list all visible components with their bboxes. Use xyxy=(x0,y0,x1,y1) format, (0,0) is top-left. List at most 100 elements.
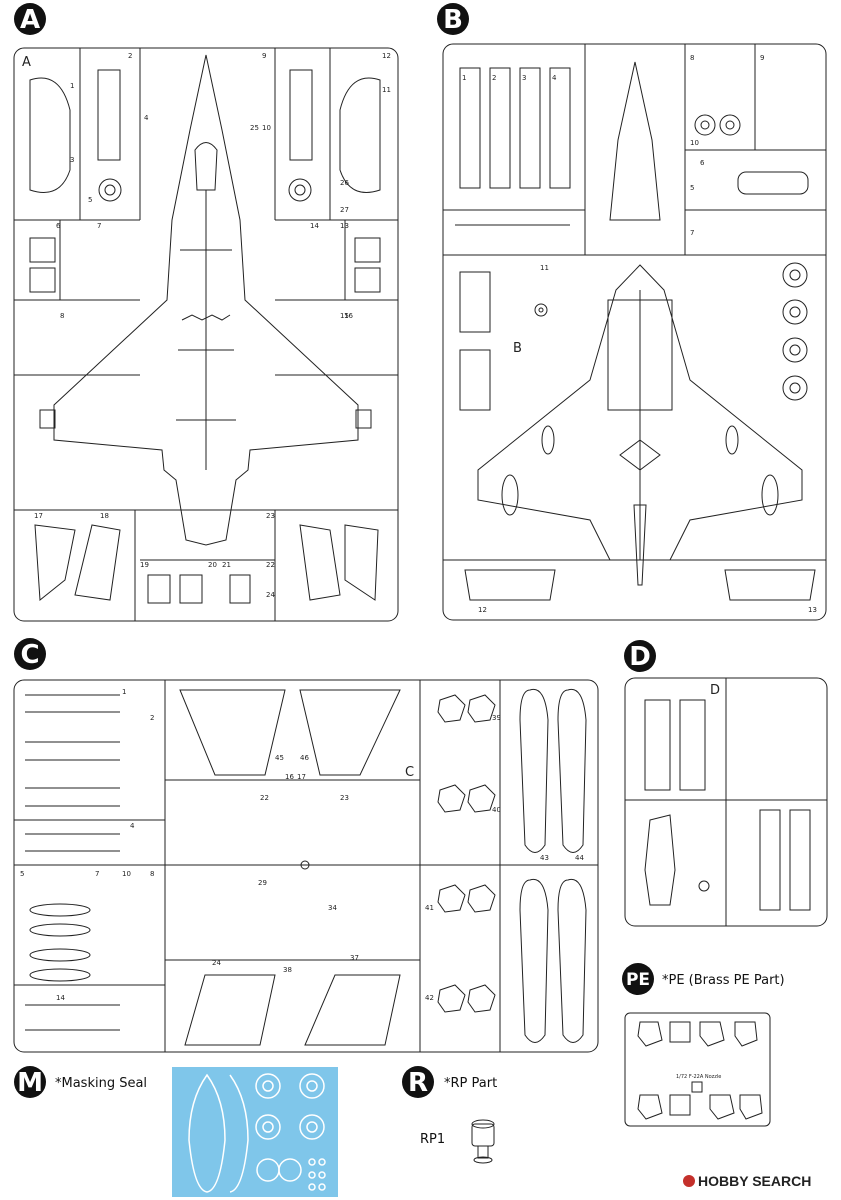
svg-text:40: 40 xyxy=(492,806,501,814)
svg-text:8: 8 xyxy=(60,312,64,320)
svg-text:R: R xyxy=(408,1068,428,1098)
sprue-c-label: C xyxy=(405,765,414,780)
pe-fret xyxy=(624,1012,771,1127)
svg-text:26: 26 xyxy=(340,179,349,187)
sprue-a-part-numbers: 1 2 3 4 5 6 7 8 9 10 11 12 13 14 15 16 1… xyxy=(34,52,391,599)
rp-caption: *RP Part xyxy=(444,1076,497,1091)
svg-text:23: 23 xyxy=(266,512,275,520)
svg-text:14: 14 xyxy=(56,994,65,1002)
svg-text:34: 34 xyxy=(328,904,337,912)
svg-text:5: 5 xyxy=(690,184,694,192)
svg-text:1: 1 xyxy=(462,74,466,82)
svg-text:M: M xyxy=(17,1068,43,1098)
rp-badge: R xyxy=(402,1066,434,1098)
svg-text:5: 5 xyxy=(88,196,92,204)
svg-text:18: 18 xyxy=(100,512,109,520)
svg-text:13: 13 xyxy=(808,606,817,614)
sprue-a-frame xyxy=(13,47,399,622)
svg-text:16: 16 xyxy=(344,312,353,320)
svg-text:B: B xyxy=(443,5,463,35)
svg-text:19: 19 xyxy=(140,561,149,569)
svg-text:7: 7 xyxy=(97,222,101,230)
svg-text:4: 4 xyxy=(552,74,557,82)
svg-text:A: A xyxy=(20,5,40,35)
pe-badge: PE xyxy=(622,963,654,995)
svg-text:HOBBY SEARCH: HOBBY SEARCH xyxy=(698,1173,811,1189)
svg-text:4: 4 xyxy=(130,822,135,830)
svg-text:27: 27 xyxy=(340,206,349,214)
svg-text:7: 7 xyxy=(690,229,694,237)
sprue-b-badge: B xyxy=(437,3,469,35)
hobby-search-logo: HOBBY SEARCH xyxy=(683,1173,811,1189)
svg-text:4: 4 xyxy=(144,114,149,122)
svg-text:23: 23 xyxy=(340,794,349,802)
svg-text:PE: PE xyxy=(626,970,650,990)
sprue-d-label: D xyxy=(710,683,720,698)
svg-text:44: 44 xyxy=(575,854,584,862)
svg-text:12: 12 xyxy=(478,606,487,614)
sprue-a-badge: A xyxy=(14,3,46,35)
svg-text:2: 2 xyxy=(492,74,496,82)
sprue-b-part-numbers: 1 2 3 4 5 6 7 8 9 10 11 12 13 xyxy=(462,54,817,614)
svg-text:25: 25 xyxy=(250,124,259,132)
svg-text:43: 43 xyxy=(540,854,549,862)
svg-text:6: 6 xyxy=(56,222,61,230)
sprue-c-frame xyxy=(13,679,599,1053)
svg-text:24: 24 xyxy=(212,959,221,967)
sprue-b-frame xyxy=(442,43,827,621)
svg-text:22: 22 xyxy=(260,794,269,802)
svg-text:13: 13 xyxy=(340,222,349,230)
svg-text:3: 3 xyxy=(522,74,526,82)
svg-text:C: C xyxy=(20,640,39,670)
svg-text:8: 8 xyxy=(150,870,154,878)
svg-text:37: 37 xyxy=(350,954,359,962)
svg-text:11: 11 xyxy=(382,86,391,94)
sprue-c-badge: C xyxy=(14,638,46,670)
masking-sheet xyxy=(172,1067,338,1197)
pe-caption: *PE (Brass PE Part) xyxy=(662,973,785,988)
svg-text:2: 2 xyxy=(150,714,154,722)
svg-text:10: 10 xyxy=(262,124,271,132)
svg-text:20: 20 xyxy=(208,561,217,569)
sprue-d-badge: D xyxy=(624,640,656,672)
masking-badge: M xyxy=(14,1066,46,1098)
svg-text:1: 1 xyxy=(122,688,126,696)
sprue-a-label: A xyxy=(22,55,31,70)
sprue-c-part-numbers: 1 2 4 5 7 8 10 14 16 17 22 23 24 29 34 3… xyxy=(20,688,584,1002)
svg-text:39: 39 xyxy=(492,714,501,722)
svg-text:2: 2 xyxy=(128,52,132,60)
svg-text:15: 15 xyxy=(340,312,349,320)
svg-text:17: 17 xyxy=(34,512,43,520)
svg-text:6: 6 xyxy=(700,159,705,167)
svg-text:12: 12 xyxy=(382,52,391,60)
svg-text:9: 9 xyxy=(262,52,266,60)
svg-text:38: 38 xyxy=(283,966,292,974)
svg-text:10: 10 xyxy=(122,870,131,878)
svg-text:1: 1 xyxy=(70,82,74,90)
nozzle-icon xyxy=(471,1119,495,1164)
sprue-d-frame xyxy=(624,677,828,927)
svg-text:16: 16 xyxy=(285,773,294,781)
svg-text:21: 21 xyxy=(222,561,231,569)
svg-text:41: 41 xyxy=(425,904,434,912)
svg-text:14: 14 xyxy=(310,222,319,230)
svg-text:10: 10 xyxy=(690,139,699,147)
svg-text:22: 22 xyxy=(266,561,275,569)
svg-text:3: 3 xyxy=(70,156,74,164)
svg-text:42: 42 xyxy=(425,994,434,1002)
svg-text:46: 46 xyxy=(300,754,309,762)
svg-text:9: 9 xyxy=(760,54,764,62)
svg-text:7: 7 xyxy=(95,870,99,878)
svg-text:D: D xyxy=(629,642,651,672)
sprue-b-label: B xyxy=(513,341,522,356)
masking-caption: *Masking Seal xyxy=(55,1076,147,1091)
svg-text:11: 11 xyxy=(540,264,549,272)
svg-text:17: 17 xyxy=(297,773,306,781)
svg-text:45: 45 xyxy=(275,754,284,762)
svg-text:8: 8 xyxy=(690,54,694,62)
svg-text:24: 24 xyxy=(266,591,275,599)
rp-part-label: RP1 xyxy=(420,1132,445,1147)
svg-text:29: 29 xyxy=(258,879,267,887)
pe-plate-text: 1/72 F-22A Nozzle xyxy=(676,1074,721,1080)
